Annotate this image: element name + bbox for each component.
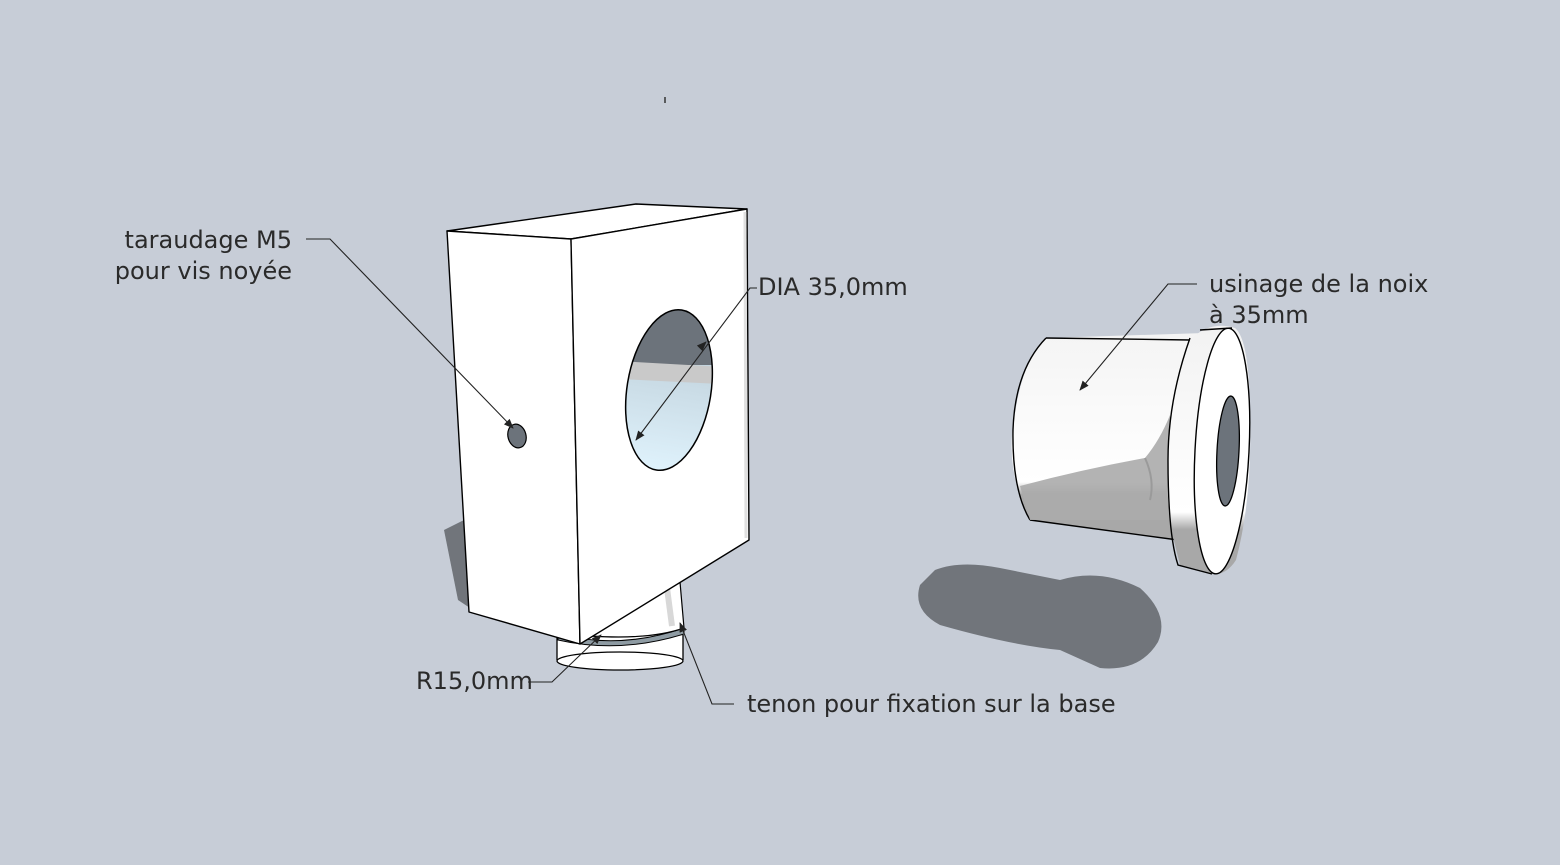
block-shadow [444,520,470,608]
annotation-radius: R15,0mm [416,667,533,695]
tapped-hole-m5 [507,423,527,449]
annotation-tapping: taraudage M5 pour vis noyée [100,225,292,287]
leader-tenon [679,622,734,705]
annotation-machining: usinage de la noix à 35mm [1209,269,1428,331]
leader-tapping [306,238,514,429]
leader-lines [306,238,1197,705]
bushing-part [918,325,1251,669]
block-part [444,203,750,671]
leader-radius [528,634,602,683]
annotation-tenon: tenon pour fixation sur la base [747,690,1116,718]
machining-line2: à 35mm [1209,301,1309,329]
tapping-line2: pour vis noyée [114,257,292,285]
diameter-arrow-top [696,341,707,352]
machining-line1: usinage de la noix [1209,270,1429,298]
leader-diameter [635,287,757,441]
annotation-diameter: DIA 35,0mm [758,273,908,301]
leader-machining [1079,283,1197,391]
tapping-line1: taraudage M5 [124,226,292,254]
bushing-bore [1215,395,1241,507]
bushing-shadow [918,564,1162,669]
